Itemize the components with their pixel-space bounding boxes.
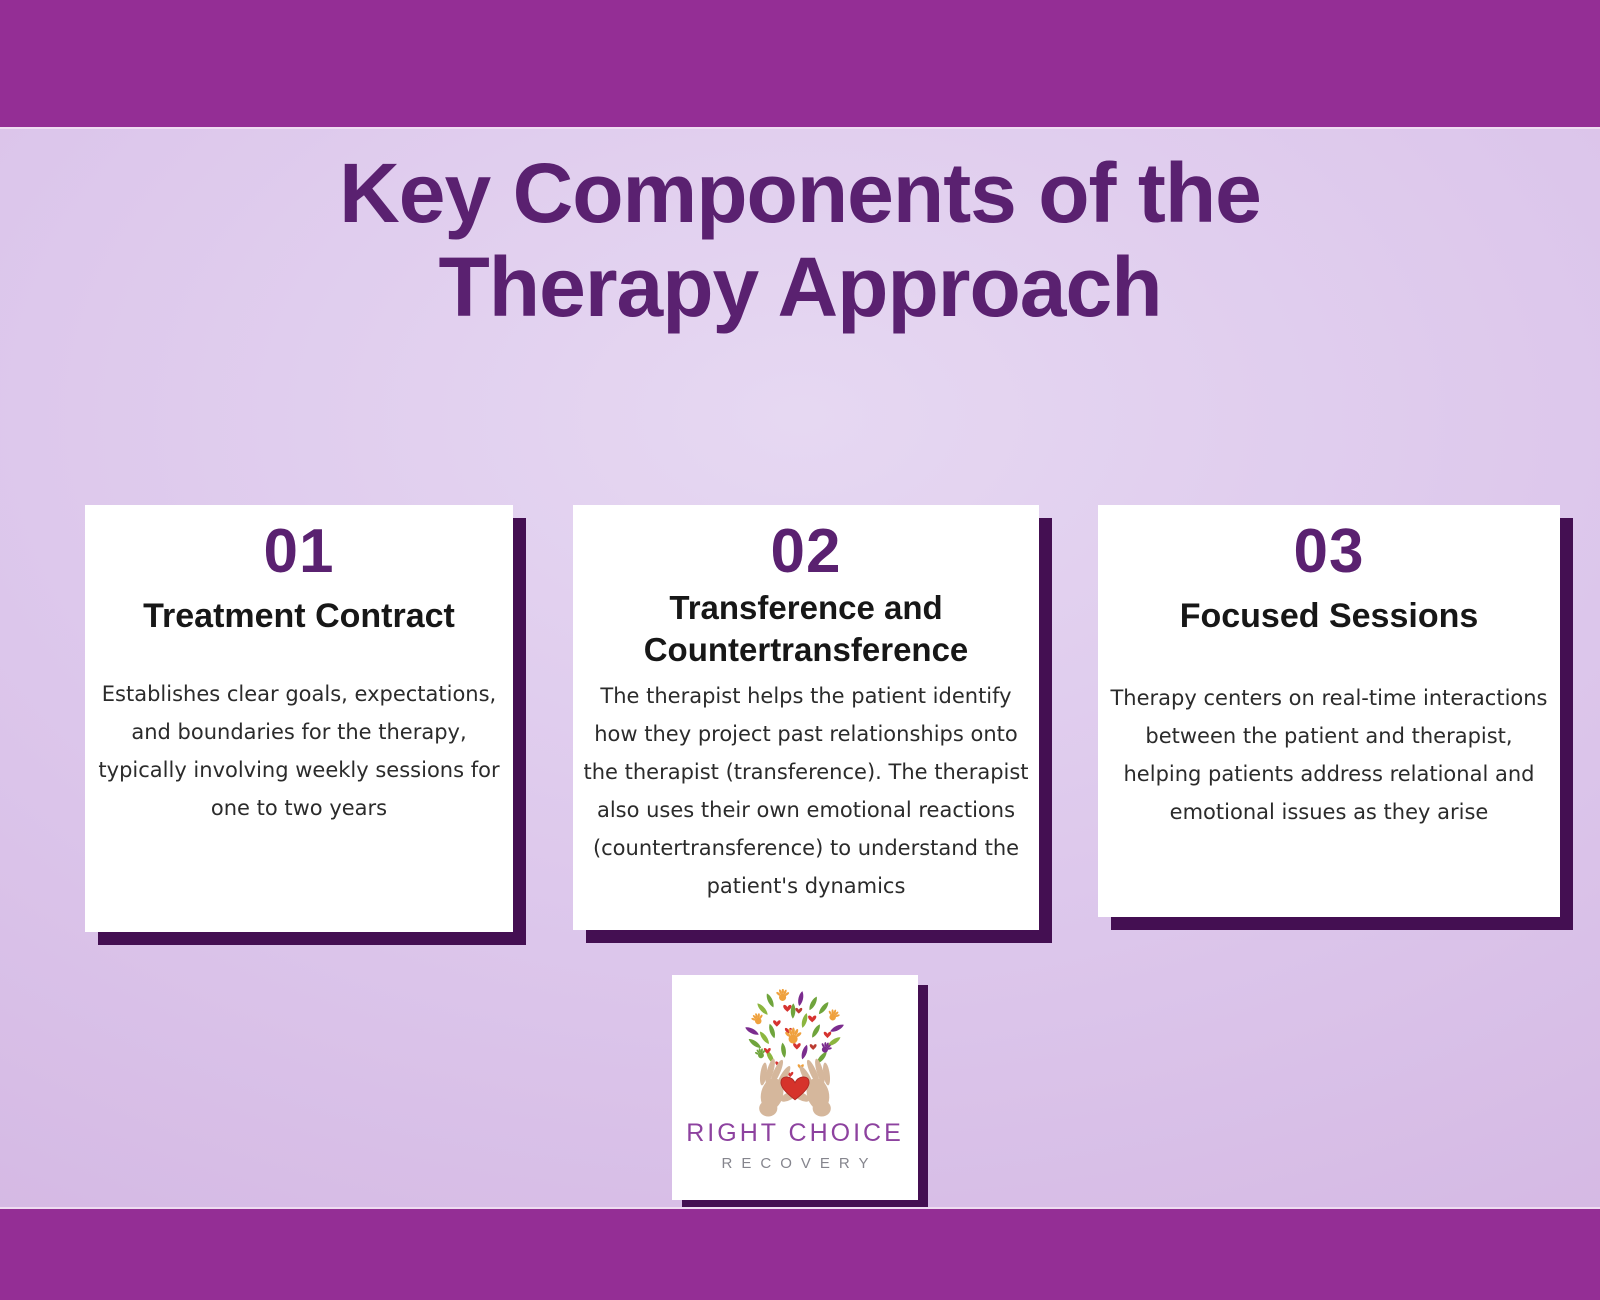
bottom-bar: [0, 1207, 1600, 1300]
card-title: Treatment Contract: [143, 597, 455, 635]
logo-subtitle: RECOVERY: [721, 1155, 878, 1172]
card-title: Transference and Countertransference: [643, 589, 969, 668]
card-transference-countertransference: 02 Transference and Countertransference …: [573, 505, 1039, 930]
right-choice-recovery-logo-icon: [744, 989, 845, 1117]
card-title: Focused Sessions: [1179, 597, 1479, 635]
card-focused-sessions: 03 Focused Sessions Therapy centers on r…: [1098, 505, 1560, 917]
top-bar: [0, 0, 1600, 129]
tree-burst-icon: [744, 989, 845, 1078]
page-title-line2: Therapy Approach: [438, 240, 1162, 334]
card-number: 01: [263, 517, 335, 586]
card-body: Therapy centers on real-time interaction…: [1110, 686, 1548, 824]
card-body: The therapist helps the patient identify…: [583, 684, 1029, 898]
logo-name: RIGHT CHOICE: [686, 1119, 904, 1147]
heart-icon: [780, 1076, 810, 1101]
logo-card: RIGHT CHOICE RECOVERY: [672, 975, 918, 1200]
page-title: Key Components of the Therapy Approach: [0, 146, 1600, 334]
card-number: 03: [1293, 517, 1365, 586]
card-number: 02: [770, 517, 842, 586]
page-title-line1: Key Components of the: [339, 146, 1262, 240]
card-treatment-contract: 01 Treatment Contract Establishes clear …: [85, 505, 513, 932]
card-body: Establishes clear goals, expectations, a…: [98, 682, 500, 820]
